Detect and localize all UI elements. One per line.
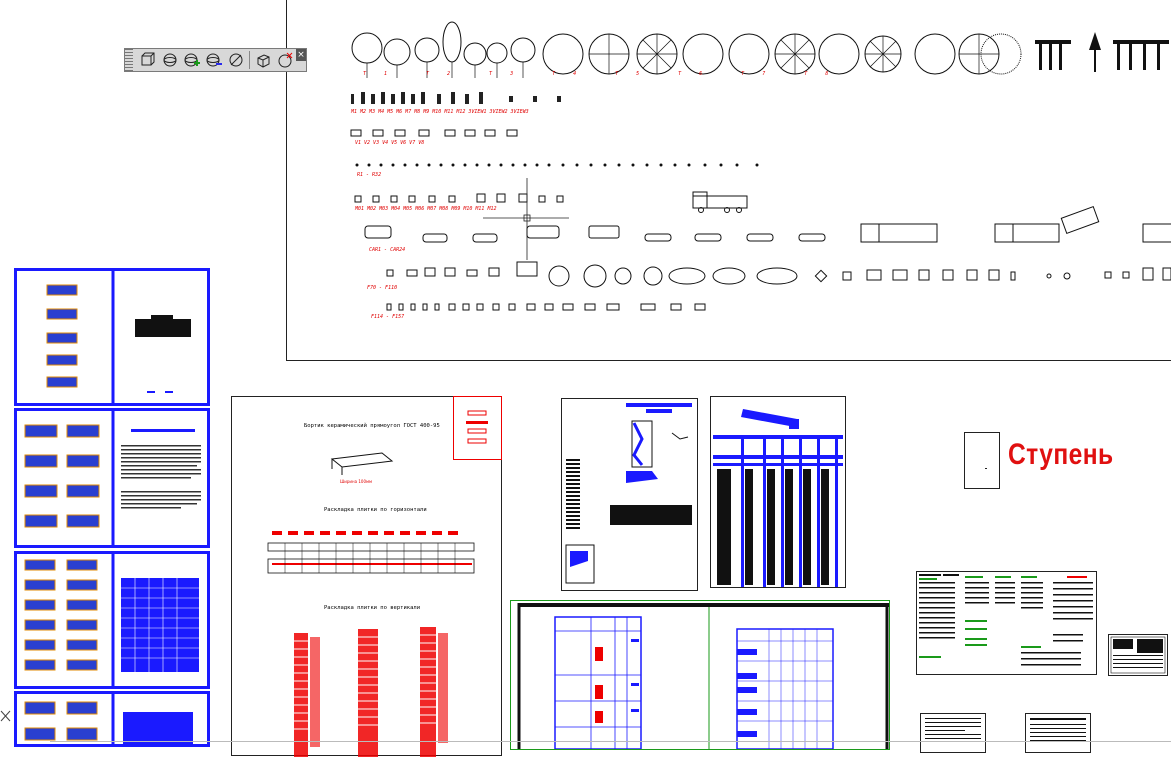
legend-drawing — [466, 410, 488, 444]
plan-sheet-drawing — [517, 603, 889, 750]
stamp-block[interactable] — [1108, 634, 1168, 676]
toolbar-close-button[interactable]: × — [296, 49, 306, 61]
furniture2-label: F114 - F157 — [371, 314, 405, 320]
thumb-sheet-4-drawing — [24, 694, 193, 746]
tree-labels: T1 T2 T3 T4 T5 T6 T7 T8 T9 T10 T11 T12 T… — [363, 71, 847, 77]
sphere-delete-icon[interactable] — [275, 50, 295, 70]
stupen-label: Ступень — [1008, 438, 1114, 471]
tile-layout-drawing — [267, 452, 475, 757]
title-block-sheet[interactable] — [916, 571, 1097, 675]
sphere-subtract-icon[interactable] — [204, 50, 224, 70]
bottom-sheet-a-drawing — [925, 718, 981, 739]
plan-sheet[interactable] — [510, 600, 890, 750]
furniture-label: F70 - F110 — [367, 285, 398, 291]
thumb-sheet-1-drawing — [46, 271, 191, 403]
block-caption: Ширина 100мм — [340, 479, 373, 484]
floating-toolbar[interactable]: × — [124, 48, 307, 72]
sphere-slash-icon[interactable] — [226, 50, 246, 70]
thumb-sheet-3[interactable] — [14, 551, 210, 689]
box-icon[interactable] — [253, 50, 273, 70]
section-detail-sheet[interactable] — [561, 398, 698, 591]
spec-table-sheet[interactable] — [710, 396, 846, 588]
sphere-add-icon[interactable] — [182, 50, 202, 70]
title-block-drawing — [919, 574, 1093, 666]
thumb-sheet-2[interactable] — [14, 408, 210, 548]
row-r-label: R1 - R32 — [357, 172, 382, 178]
thumb-sheet-2-drawing — [24, 411, 201, 545]
cars-label: CAR1 - CAR24 — [369, 247, 406, 253]
thumb-sheet-4[interactable] — [14, 691, 210, 747]
view-cube-icon[interactable] — [138, 50, 158, 70]
section-horizontal-title: Раскладка плитки по горизонтали — [324, 507, 427, 513]
sheet-title: Бортик керамический прямоугол ГОСТ 400-9… — [304, 423, 440, 429]
row-misc-label: M01 M02 M03 M04 M05 M06 M07 M08 M09 M10 … — [355, 206, 497, 212]
people-label: M1 M2 M3 M4 M5 M6 M7 M8 M9 M10 M11 M12 3… — [351, 109, 529, 115]
block-library-drawing — [350, 21, 1171, 311]
toolbar-grip[interactable] — [125, 49, 133, 71]
block-library-sheet[interactable]: T1 T2 T3 T4 T5 T6 T7 T8 T9 T10 T11 T12 T… — [286, 0, 1171, 361]
ucs-icon — [0, 708, 12, 722]
thumb-sheet-1[interactable] — [14, 268, 210, 406]
stamp-drawing — [1110, 636, 1166, 674]
vehicle-small-label: V1 V2 V3 V4 V5 V6 V7 V8 — [355, 140, 425, 146]
viewport-bottom-edge — [50, 741, 1171, 742]
bottom-sheet-b-drawing — [1030, 718, 1086, 741]
legend-box-red[interactable] — [453, 396, 502, 460]
sphere-icon[interactable] — [160, 50, 180, 70]
toolbar-separator — [249, 51, 250, 69]
section-detail-drawing — [565, 403, 692, 584]
stupen-block-frame[interactable] — [964, 432, 1000, 489]
bottom-sheet-b[interactable] — [1025, 713, 1091, 753]
bottom-sheet-a[interactable] — [920, 713, 986, 753]
thumb-sheet-3-drawing — [24, 554, 199, 686]
section-vertical-title: Раскладка плитки по вертикали — [324, 605, 421, 611]
spec-table-drawing — [713, 409, 843, 587]
stupen-point — [985, 468, 987, 469]
